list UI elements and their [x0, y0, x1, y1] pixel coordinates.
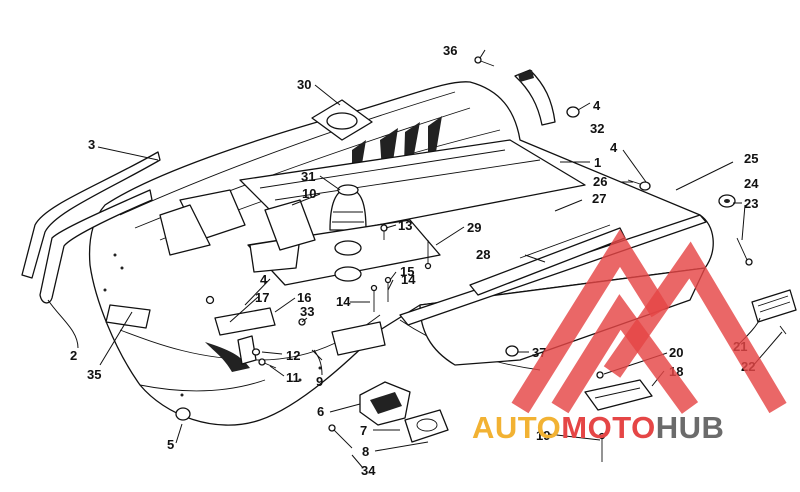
cover-plate-30: [311, 99, 373, 141]
callout-2: 2: [70, 348, 77, 363]
callout-14-left: 14: [336, 294, 351, 309]
callout-4-top: 4: [593, 98, 601, 113]
callout-16: 16: [297, 290, 311, 305]
callout-31: 31: [301, 169, 315, 184]
callout-17: 17: [255, 290, 269, 305]
callout-32: 32: [590, 121, 604, 136]
callout-15: 15: [400, 264, 414, 279]
callout-28: 28: [476, 247, 490, 262]
reflector-21: [751, 289, 797, 323]
callout-8: 8: [362, 444, 369, 459]
boot-31: [329, 184, 367, 231]
callout-7: 7: [360, 423, 367, 438]
callout-11: 11: [286, 370, 300, 385]
callout-19: 19: [536, 428, 550, 443]
callout-13: 13: [398, 218, 412, 233]
callout-33: 33: [300, 304, 314, 319]
callout-35: 35: [87, 367, 101, 382]
callout-3: 3: [88, 137, 95, 152]
callout-30: 30: [297, 77, 311, 92]
left-trim-strips: [21, 151, 161, 329]
callout-10: 10: [302, 186, 316, 201]
watermark-moto: MOTO: [561, 410, 656, 445]
top-right-bracket: [514, 69, 556, 126]
watermark-hub: HUB: [655, 410, 725, 445]
leader-lines: [47, 49, 783, 469]
callout-14-right: 14: [401, 272, 416, 287]
callout-20: 20: [669, 345, 683, 360]
callout-5: 5: [167, 437, 174, 452]
callout-26: 26: [593, 174, 607, 189]
callout-27: 27: [592, 191, 606, 206]
callout-25: 25: [744, 151, 758, 166]
callout-29: 29: [467, 220, 481, 235]
callout-4-right: 4: [610, 140, 618, 155]
nut-24: [718, 194, 736, 208]
left-brackets-10: [159, 189, 316, 256]
callout-34: 34: [361, 463, 376, 478]
watermark-logo-icon: [511, 229, 787, 414]
hardware: [175, 56, 787, 462]
callout-4-left: 4: [260, 272, 268, 287]
bracket-16-17: [214, 307, 386, 365]
watermark-text: AUTOMOTOHUB: [472, 410, 724, 446]
callout-24: 24: [744, 176, 759, 191]
callout-12: 12: [286, 348, 300, 363]
lamp-assembly: [359, 381, 449, 443]
callout-1: 1: [594, 155, 601, 170]
right-rails: [399, 214, 707, 326]
callout-9: 9: [316, 374, 323, 389]
callout-23: 23: [744, 196, 758, 211]
callout-6: 6: [317, 404, 324, 419]
clip-18: [584, 379, 653, 411]
callout-36: 36: [443, 43, 457, 58]
watermark-auto: AUTO: [472, 410, 562, 445]
